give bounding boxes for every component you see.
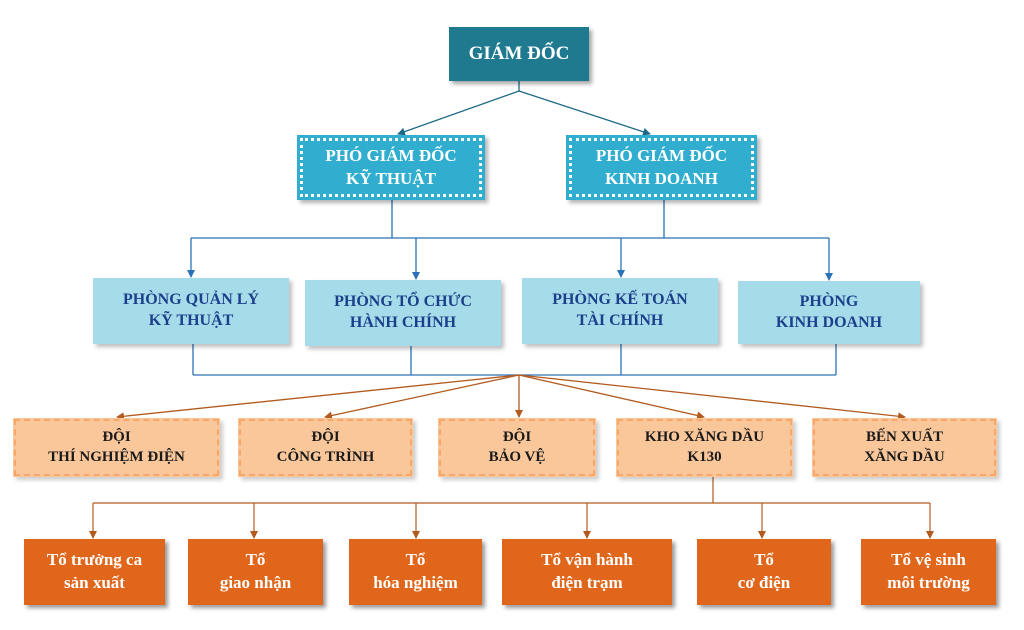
- deputy-technical-label: PHÓ GIÁM ĐỐC KỸ THUẬT: [325, 146, 457, 188]
- department-label: PHÒNG KINH DOANH: [775, 292, 883, 331]
- department-label: PHÒNG TỔ CHỨC HÀNH CHÍNH: [334, 293, 472, 331]
- deputy-technical-box: PHÓ GIÁM ĐỐC KỸ THUẬT: [297, 135, 485, 200]
- connector-arrow: [324, 374, 520, 420]
- team-security-box: ĐỘI BẢO VỆ: [438, 418, 596, 477]
- team-fuel-depot-box: KHO XĂNG DẦU K130: [616, 418, 793, 477]
- connector-arrow: [116, 374, 520, 421]
- deputy-business-label: PHÓ GIÁM ĐỐC KINH DOANH: [595, 146, 728, 188]
- team-label: BẾN XUẤT XĂNG DẦU: [864, 429, 945, 465]
- team-label: ĐỘI THÍ NGHIỆM ĐIỆN: [48, 429, 185, 465]
- group-label: Tổ cơ điện: [737, 550, 791, 592]
- connector-arrow: [518, 374, 705, 420]
- connector-arrow: [518, 374, 906, 421]
- department-label: PHÒNG KẾ TOÁN TÀI CHÍNH: [552, 291, 688, 329]
- team-label: ĐỘI CÔNG TRÌNH: [276, 429, 375, 465]
- team-construction-box: ĐỘI CÔNG TRÌNH: [238, 418, 413, 477]
- team-electrical-testing-box: ĐỘI THÍ NGHIỆM ĐIỆN: [13, 418, 220, 477]
- department-technical-management-box: PHÒNG QUẢN LÝ KỸ THUẬT: [93, 278, 289, 344]
- connector-arrow: [397, 90, 520, 136]
- group-label: Tổ vận hành điện trạm: [541, 550, 633, 592]
- department-finance-box: PHÒNG KẾ TOÁN TÀI CHÍNH: [522, 278, 718, 344]
- group-shift-leader-box: Tổ trưởng ca sản xuất: [24, 539, 165, 605]
- team-label: ĐỘI BẢO VỆ: [488, 429, 546, 465]
- department-label: PHÒNG QUẢN LÝ KỸ THUẬT: [123, 291, 259, 329]
- group-chemistry-box: Tổ hóa nghiệm: [349, 539, 482, 605]
- department-business-box: PHÒNG KINH DOANH: [738, 281, 920, 344]
- department-administration-box: PHÒNG TỔ CHỨC HÀNH CHÍNH: [305, 280, 501, 346]
- deputy-business-box: PHÓ GIÁM ĐỐC KINH DOANH: [566, 135, 757, 200]
- group-power-station-box: Tổ vận hành điện trạm: [502, 539, 672, 605]
- group-label: Tổ trưởng ca sản xuất: [46, 550, 143, 592]
- director-box: GIÁM ĐỐC: [449, 27, 589, 81]
- team-label: KHO XĂNG DẦU K130: [644, 429, 765, 465]
- team-fuel-dispatch-box: BẾN XUẤT XĂNG DẦU: [812, 418, 997, 477]
- group-label: Tổ vệ sinh môi trường: [887, 550, 970, 592]
- group-label: Tổ hóa nghiệm: [373, 550, 458, 592]
- group-label: Tổ giao nhận: [219, 550, 292, 592]
- group-sanitation-box: Tổ vệ sinh môi trường: [861, 539, 996, 605]
- group-receiving-box: Tổ giao nhận: [188, 539, 323, 605]
- group-electromechanical-box: Tổ cơ điện: [697, 539, 831, 605]
- director-label: GIÁM ĐỐC: [468, 42, 570, 64]
- connector-arrow: [518, 90, 651, 136]
